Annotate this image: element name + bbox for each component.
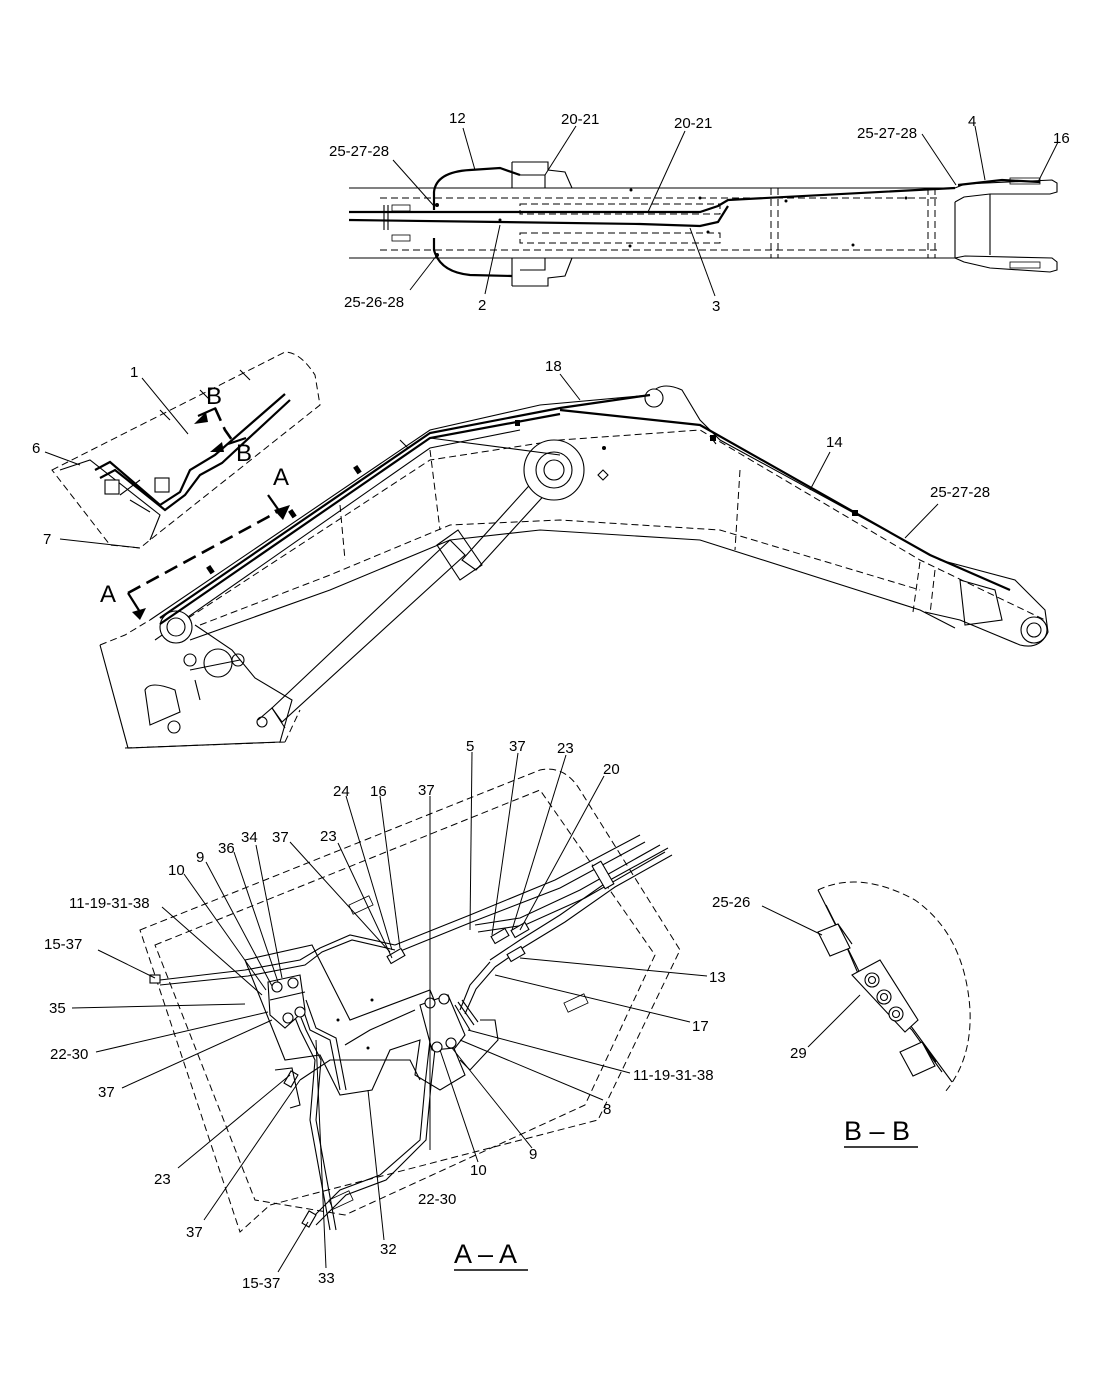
top-view: 12 20-21 20-21 25-27-28 25-27-28 4 16 25… [329, 110, 1070, 315]
callout-25-27-28-side: 25-27-28 [930, 484, 990, 501]
callout-35: 35 [49, 1000, 66, 1017]
section-bb: 25-26 29 B – B [712, 881, 971, 1148]
callout-20-21-a: 20-21 [561, 111, 599, 128]
callout-22-30-bottom: 22-30 [418, 1191, 456, 1208]
callout-1: 1 [130, 364, 138, 381]
callout-9-right: 9 [529, 1146, 537, 1163]
callout-22-30-left: 22-30 [50, 1046, 88, 1063]
callout-37-top: 37 [509, 738, 526, 755]
callout-36: 36 [218, 840, 235, 857]
callout-14: 14 [826, 434, 843, 451]
callout-37-lower: 37 [98, 1084, 115, 1101]
callout-5: 5 [466, 738, 474, 755]
callout-32: 32 [380, 1241, 397, 1258]
callout-15-37-bottom: 15-37 [242, 1275, 280, 1292]
callout-13: 13 [709, 969, 726, 986]
callout-8: 8 [603, 1101, 611, 1118]
manifold-left [267, 974, 306, 1029]
section-marker-b-top: B [206, 383, 222, 410]
callout-12: 12 [449, 110, 466, 127]
callout-23-top: 23 [557, 740, 574, 757]
callout-23-bottom: 23 [154, 1171, 171, 1188]
callout-23-left: 23 [320, 828, 337, 845]
callout-2: 2 [478, 297, 486, 314]
callout-10-left: 10 [168, 862, 185, 879]
callout-25-26-28: 25-26-28 [344, 294, 404, 311]
side-view: B B A A 1 6 7 18 14 25-27-28 [32, 351, 1049, 749]
callout-29: 29 [790, 1045, 807, 1062]
callout-6: 6 [32, 440, 40, 457]
callout-17: 17 [692, 1018, 709, 1035]
section-aa: 5 37 23 20 24 16 37 37 23 34 36 9 10 11-… [44, 738, 726, 1292]
section-marker-a-bottom: A [100, 581, 116, 608]
callout-16: 16 [1053, 130, 1070, 147]
callout-33: 33 [318, 1270, 335, 1287]
callout-37-bottom: 37 [186, 1224, 203, 1241]
section-marker-a-top: A [273, 464, 289, 491]
callout-24: 24 [333, 783, 350, 800]
callout-7: 7 [43, 531, 51, 548]
section-marker-b-bottom: B [236, 440, 252, 467]
callout-11-19-31-38-left: 11-19-31-38 [69, 895, 150, 912]
callout-37-left: 37 [272, 829, 289, 846]
callout-25-27-28-right: 25-27-28 [857, 125, 917, 142]
callout-34: 34 [241, 829, 258, 846]
callout-37-mid: 37 [418, 782, 435, 799]
callout-25-27-28-left: 25-27-28 [329, 143, 389, 160]
callout-20: 20 [603, 761, 620, 778]
callout-4: 4 [968, 113, 976, 130]
callout-15-37-top: 15-37 [44, 936, 82, 953]
callout-10-right: 10 [470, 1162, 487, 1179]
manifold-right [419, 993, 479, 1053]
callout-25-26: 25-26 [712, 894, 750, 911]
callout-20-21-b: 20-21 [674, 115, 712, 132]
section-bb-title: B – B [844, 1116, 910, 1146]
inset-detail: B B [51, 351, 321, 549]
callout-18: 18 [545, 358, 562, 375]
callout-3: 3 [712, 298, 720, 315]
callout-11-19-31-38-right: 11-19-31-38 [633, 1067, 714, 1084]
callout-16-aa: 16 [370, 783, 387, 800]
callout-9-left: 9 [196, 849, 204, 866]
section-aa-title: A – A [454, 1239, 517, 1269]
